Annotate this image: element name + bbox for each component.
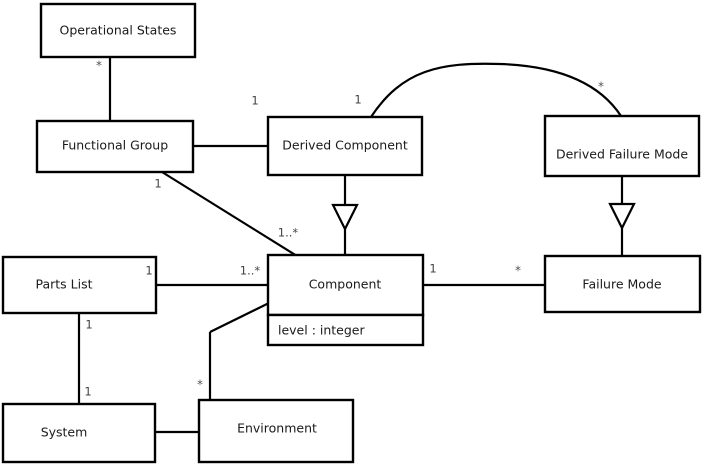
class-box-rect-component-attributes [266,313,425,347]
class-box-operational-states[interactable]: Operational States [39,2,197,59]
multiplicity-component-failure-mode: 1 [429,262,436,276]
multiplicity-functional-group-derived-component: 1 [251,94,258,108]
class-name-environment: Environment [237,421,317,436]
multiplicity-system-parts-list-bottom: 1 [84,385,91,399]
class-box-rect-component-name [266,253,425,317]
association-derived-component-derived-failure-mode [370,62,622,118]
class-box-derived-component[interactable]: Derived Component [266,115,424,177]
class-box-rect-failure-mode [543,254,702,314]
generalization-arrow-derived-component [331,203,359,232]
multiplicity-environment-component: * [197,378,203,392]
class-name-component: Component [309,277,382,292]
class-attribute-component-level: level : integer [278,323,365,338]
multiplicity-component-from-functional-group: 1..* [278,226,299,240]
class-box-rect-functional-group [35,119,195,174]
class-box-failure-mode[interactable]: Failure Mode [543,254,702,314]
class-box-rect-derived-failure-mode [543,114,701,178]
class-name-parts-list: Parts List [35,277,92,292]
class-box-parts-list[interactable]: Parts List [1,255,158,315]
multiplicity-functional-group-component: 1 [154,177,161,191]
class-name-system: System [41,425,88,440]
multiplicity-derived-component-curve: 1 [354,93,361,107]
class-name-derived-component: Derived Component [282,138,408,153]
association-functional-group-component [161,171,298,257]
class-name-functional-group: Functional Group [62,138,168,153]
multiplicity-component-from-parts-list: 1..* [240,264,261,278]
multiplicity-failure-mode: * [515,264,521,278]
multiplicity-operational-states: * [96,59,102,73]
multiplicity-parts-list-system-top: 1 [85,318,92,332]
generalization-arrow-derived-failure-mode [608,202,636,231]
class-box-rect-operational-states [39,2,197,59]
class-box-component[interactable]: Component level : integer [266,253,425,347]
class-box-system[interactable]: System [1,402,157,464]
class-box-environment[interactable]: Environment [197,398,355,464]
multiplicity-parts-list-component: 1 [145,264,152,278]
class-box-rect-environment [197,398,355,464]
class-box-functional-group[interactable]: Functional Group [35,119,195,174]
class-box-rect-parts-list [1,255,158,315]
class-name-operational-states: Operational States [60,23,177,38]
class-box-derived-failure-mode[interactable]: Derived Failure Mode [543,114,701,178]
multiplicity-derived-failure-mode-curve: * [598,80,604,94]
class-name-failure-mode: Failure Mode [582,277,661,292]
class-name-derived-failure-mode: Derived Failure Mode [556,147,688,162]
association-environment-component-diagonal [209,302,270,333]
class-box-rect-derived-component [266,115,424,177]
class-box-rect-system [1,402,157,464]
